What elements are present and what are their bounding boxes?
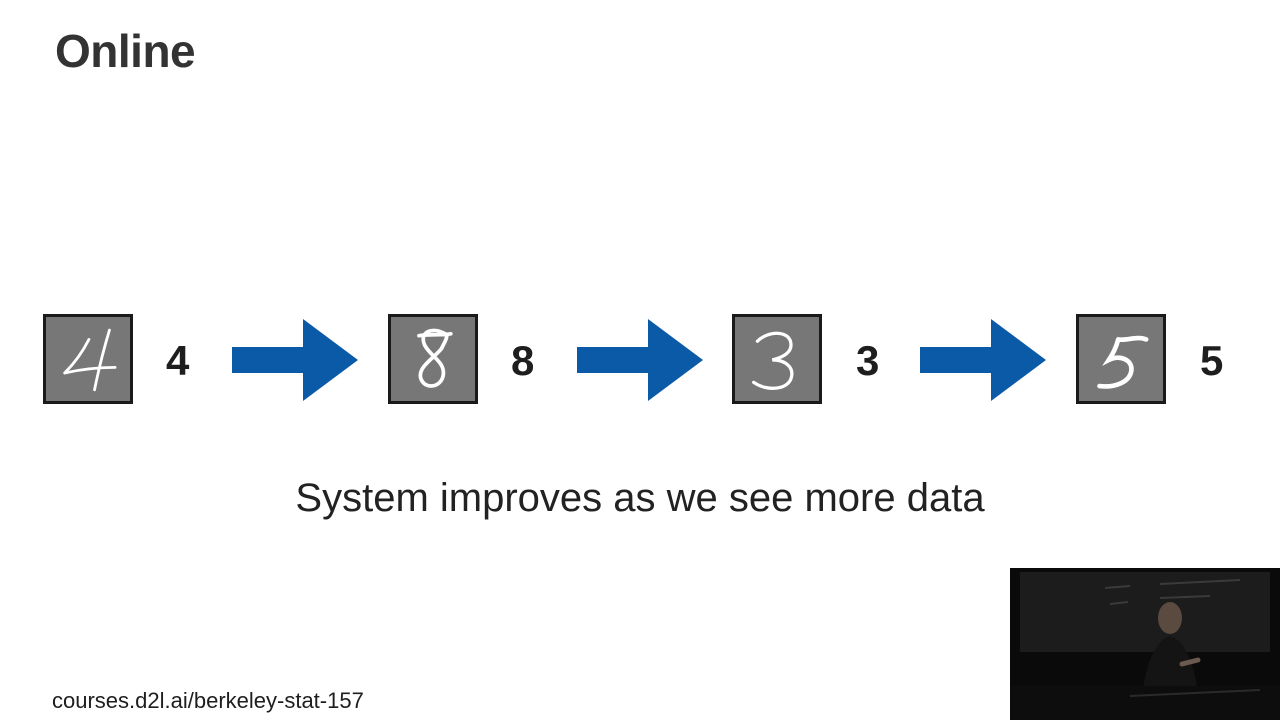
right-arrow-icon — [577, 319, 703, 401]
slide-caption: System improves as we see more data — [295, 476, 985, 520]
digit-label: 5 — [1200, 337, 1224, 384]
digit-label: 3 — [856, 337, 880, 384]
digit-label: 8 — [511, 337, 535, 384]
right-arrow-icon — [920, 319, 1046, 401]
digit-label: 4 — [166, 337, 190, 384]
handwritten-5-icon — [1097, 335, 1149, 389]
lecturer-video — [1010, 568, 1280, 720]
digit-image-8 — [388, 314, 478, 404]
lecturer-video-icon — [1010, 568, 1280, 720]
digit-image-4 — [43, 314, 133, 404]
course-url: courses.d2l.ai/berkeley-stat-157 — [52, 688, 364, 713]
digit-image-5 — [1076, 314, 1166, 404]
handwritten-3-icon — [752, 331, 794, 390]
digit-image-3 — [732, 314, 822, 404]
handwritten-4-icon — [63, 328, 117, 392]
handwritten-8-icon — [417, 328, 453, 388]
right-arrow-icon — [232, 319, 358, 401]
slide-title: Online — [55, 25, 196, 77]
